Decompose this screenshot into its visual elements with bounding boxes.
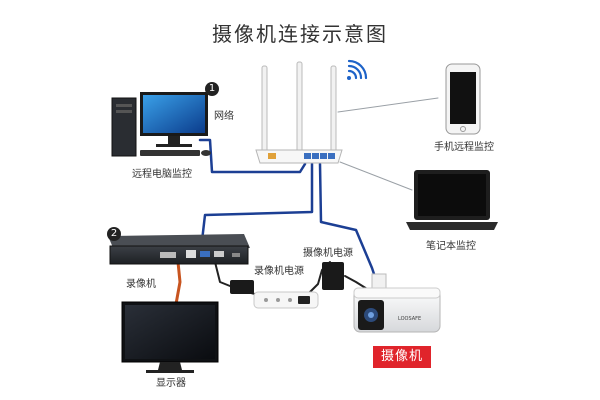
camera-power-adapter <box>322 262 344 290</box>
laptop <box>406 170 498 230</box>
remote-pc-label: 远程电脑监控 <box>132 169 192 180</box>
monitor <box>121 301 219 373</box>
laptop-label: 笔记本监控 <box>426 241 476 252</box>
monitor-label: 显示器 <box>156 378 186 389</box>
page-title: 摄像机连接示意图 <box>212 22 388 46</box>
ip-camera: LOOSAFE <box>353 273 441 333</box>
power-strip <box>253 291 319 309</box>
nvr-power-label: 录像机电源 <box>254 266 304 277</box>
network-label: 网络 <box>214 111 234 122</box>
cables <box>174 97 439 306</box>
mobile-phone <box>445 63 481 135</box>
mobile-label: 手机远程监控 <box>434 142 494 153</box>
camera-power-label: 摄像机电源 <box>303 248 353 259</box>
camera-brand: LOOSAFE <box>398 316 421 322</box>
nvr-label: 录像机 <box>126 279 156 290</box>
step-marker-2: 2 <box>107 227 121 241</box>
router <box>255 61 343 164</box>
desktop-pc <box>111 92 211 157</box>
nvr-power-adapter <box>230 280 254 294</box>
step-marker-1: 1 <box>205 82 219 96</box>
nvr-monitor-cable <box>174 260 182 306</box>
wifi-icon <box>347 59 368 80</box>
router-laptop-line <box>339 161 413 191</box>
router-mobile-line <box>337 97 439 113</box>
camera-tag: 摄像机 <box>373 346 431 368</box>
pc-router-cable <box>198 138 307 174</box>
nvr-recorder <box>108 234 250 265</box>
